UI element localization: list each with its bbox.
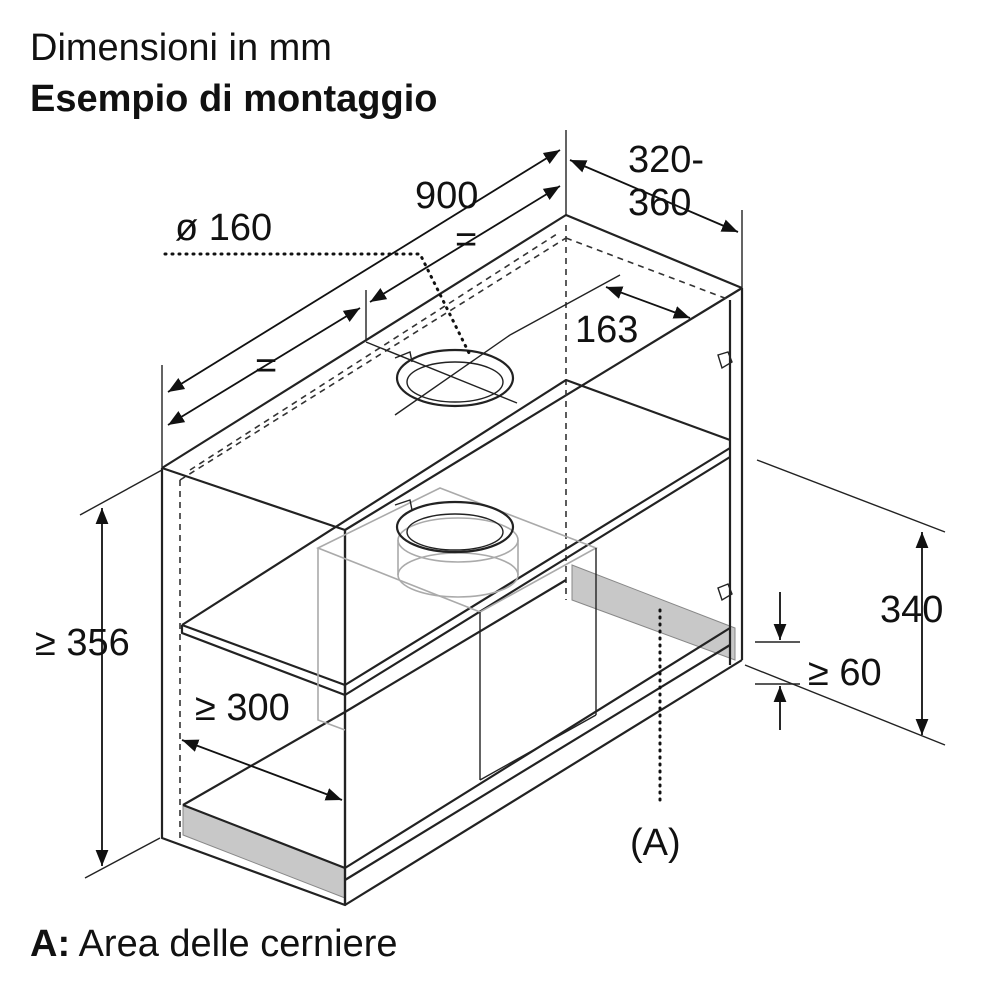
shelf-duct-ring (394, 499, 515, 554)
legend: A: Area delle cerniere (30, 922, 398, 966)
panel-height-label: 340 (880, 589, 943, 631)
min-depth-dimension (181, 739, 343, 801)
hinge-area-right-rear (571, 564, 736, 661)
hidden-edges (179, 225, 731, 840)
width-label: 900 (415, 175, 478, 217)
panel-height-dimension (744, 459, 946, 746)
page-title: Dimensioni in mm (30, 27, 332, 69)
hinge-area-bottom-front (182, 804, 346, 899)
diameter-leader (163, 252, 472, 357)
height-dimension (79, 469, 163, 879)
legend-text: Area delle cerniere (78, 923, 398, 965)
equal-label-top: = (455, 219, 477, 261)
offset-label: 163 (575, 309, 638, 351)
legend-key: A: (30, 923, 71, 965)
offset-dimension (605, 286, 691, 319)
hinge-marker-label: (A) (630, 822, 681, 864)
hinge-icons (717, 351, 733, 602)
depth-label-line2: 360 (628, 182, 691, 224)
diameter-label: ø 160 (175, 207, 272, 249)
depth-label-line1: 320- (628, 139, 704, 181)
equal-label-left: = (255, 345, 277, 387)
upper-shelf (180, 378, 731, 697)
width-dimension (161, 130, 567, 468)
hood-unit-ghost (316, 487, 598, 781)
min-gap-dimension (755, 592, 800, 730)
min-depth-label: ≥ 300 (195, 687, 290, 729)
min-height-label: ≥ 356 (35, 622, 130, 664)
min-gap-label: ≥ 60 (808, 652, 882, 694)
page-subtitle: Esempio di montaggio (30, 78, 438, 120)
depth-dimension (569, 159, 743, 288)
